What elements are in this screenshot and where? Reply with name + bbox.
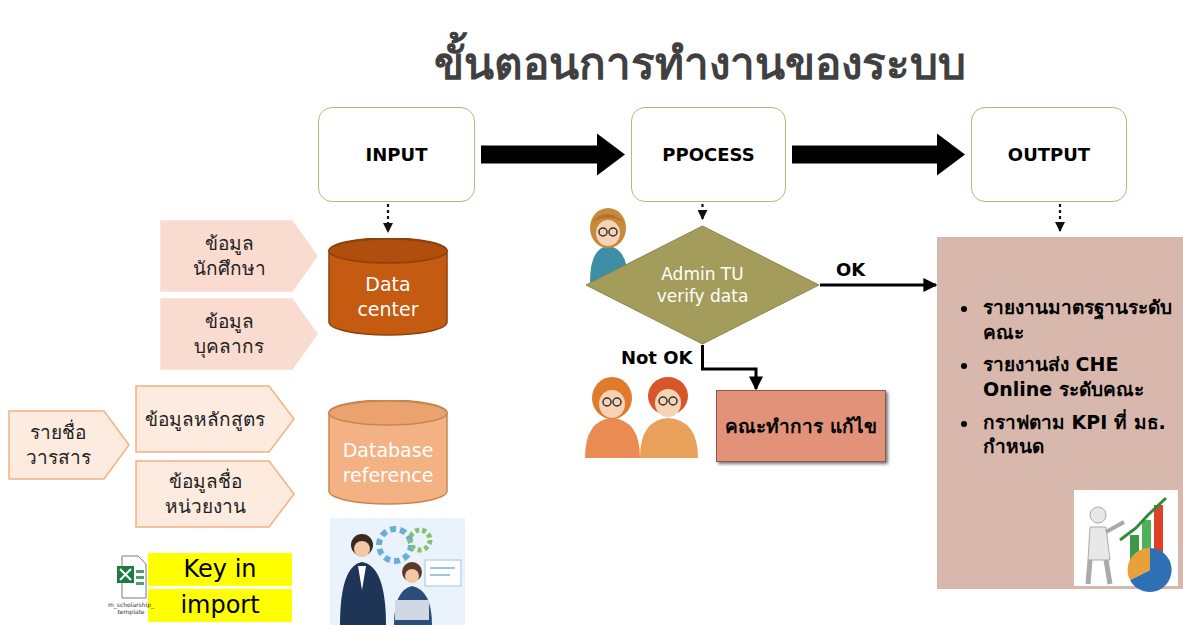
- node-text: Admin TU verify data: [635, 263, 770, 307]
- node-text-group: INPUT: [366, 143, 428, 166]
- file-name-label: m_scholarship_template: [108, 601, 154, 615]
- node-text: PPOCESS: [662, 143, 754, 166]
- stage-box: OUTPUT: [971, 107, 1127, 202]
- chevron-shape: [136, 386, 294, 452]
- node-text-group: import: [180, 590, 259, 621]
- node-text: ข้อมูล บุคลากร: [170, 309, 288, 358]
- dotted-arrow: [387, 204, 389, 232]
- node-text-group: Admin TU verify data: [635, 263, 770, 307]
- bullet-text: รายงานส่ง CHE Online ระดับคณะ: [983, 352, 1173, 401]
- database-cylinder: Database reference: [328, 400, 448, 505]
- excel-icon: [117, 556, 146, 598]
- node-text: ข้อมูลหลักสูตร: [143, 407, 267, 432]
- dotted-arrow: [1059, 204, 1061, 231]
- node-text: Key in: [183, 554, 256, 585]
- edge-label: OK: [834, 259, 867, 280]
- bullet-dot: [961, 306, 967, 312]
- pent-outline: [135, 460, 295, 528]
- node-text-group: รายชื่อ วารสาร: [16, 420, 100, 469]
- key-in-band: Key in: [148, 553, 292, 586]
- input-chevron: รายชื่อ วารสาร: [8, 410, 130, 480]
- decision-diamond: Admin TU verify data: [585, 225, 820, 345]
- node-text: ข้อมูลชื่อ หน่วยงาน: [143, 469, 267, 518]
- bullet-text: รายงานมาตรฐานระดับ คณะ: [983, 295, 1173, 344]
- diagram-title: ขั้นตอนการทำงานของระบบ: [250, 28, 1150, 98]
- chevron-shape: [161, 299, 317, 369]
- chart-figure: [1074, 490, 1178, 592]
- faculty-people: [585, 377, 698, 458]
- chevron-shape: [161, 221, 317, 291]
- node-text: INPUT: [366, 143, 428, 166]
- stage-box: PPOCESS: [631, 107, 786, 202]
- node-text: ข้อมูล นักศึกษา: [170, 231, 288, 280]
- node-text: รายชื่อ วารสาร: [16, 420, 100, 469]
- flow-arrow: [792, 134, 965, 176]
- node-text-group: PPOCESS: [662, 143, 754, 166]
- input-chevron: ข้อมูล นักศึกษา: [160, 220, 318, 292]
- chevron-shape: [136, 461, 294, 527]
- node-text-group: รายงานมาตรฐานระดับ คณะรายงานส่ง CHE Onli…: [983, 295, 1173, 467]
- diamond-shape: [586, 226, 819, 344]
- business-people: [330, 518, 465, 625]
- node-text-group: ข้อมูลชื่อ หน่วยงาน: [143, 469, 267, 518]
- bullet-text: กราฟตาม KPI ที่ มธ. กำหนด: [983, 410, 1173, 459]
- node-text: OUTPUT: [1008, 143, 1090, 166]
- node-text-group: Database reference: [334, 438, 442, 487]
- output-panel: รายงานมาตรฐานระดับ คณะรายงานส่ง CHE Onli…: [937, 237, 1183, 589]
- node-text-group: Data center: [336, 272, 440, 321]
- cylinder-top: [329, 239, 447, 263]
- stage-box: INPUT: [318, 107, 475, 202]
- not-ok-arrow: [703, 345, 757, 389]
- database-cylinder: Data center: [328, 238, 448, 336]
- dotted-arrow: [701, 204, 703, 219]
- diamond-outline: [585, 225, 820, 345]
- node-text-group: Key in: [183, 554, 256, 585]
- bullet-dot: [961, 363, 967, 369]
- node-text: Data center: [336, 272, 440, 321]
- node-text-group: OUTPUT: [1008, 143, 1090, 166]
- bullet-dot: [961, 421, 967, 427]
- node-text-group: ข้อมูล บุคลากร: [170, 309, 288, 358]
- node-text: คณะทำการ แก้ไข: [725, 414, 877, 439]
- edge-label: Not OK: [619, 347, 695, 368]
- input-chevron: ข้อมูลหลักสูตร: [135, 385, 295, 453]
- cylinder-top: [329, 401, 447, 425]
- import-band: import: [148, 589, 292, 622]
- cylinder-body: [329, 238, 447, 335]
- pent-outline: [160, 298, 318, 370]
- node-text: Database reference: [334, 438, 442, 487]
- cylinder-body: [329, 400, 447, 504]
- input-chevron: ข้อมูลชื่อ หน่วยงาน: [135, 460, 295, 528]
- node-text-group: ข้อมูลหลักสูตร: [143, 407, 267, 432]
- pent-outline: [160, 220, 318, 292]
- fix-box: คณะทำการ แก้ไข: [716, 390, 886, 462]
- node-text: import: [180, 590, 259, 621]
- input-chevron: ข้อมูล บุคลากร: [160, 298, 318, 370]
- ok-arrow: [820, 284, 936, 287]
- pent-outline: [8, 410, 130, 480]
- node-text-group: ข้อมูล นักศึกษา: [170, 231, 288, 280]
- chevron-shape: [9, 411, 129, 479]
- flow-arrow: [481, 134, 625, 176]
- node-text-group: คณะทำการ แก้ไข: [725, 414, 877, 439]
